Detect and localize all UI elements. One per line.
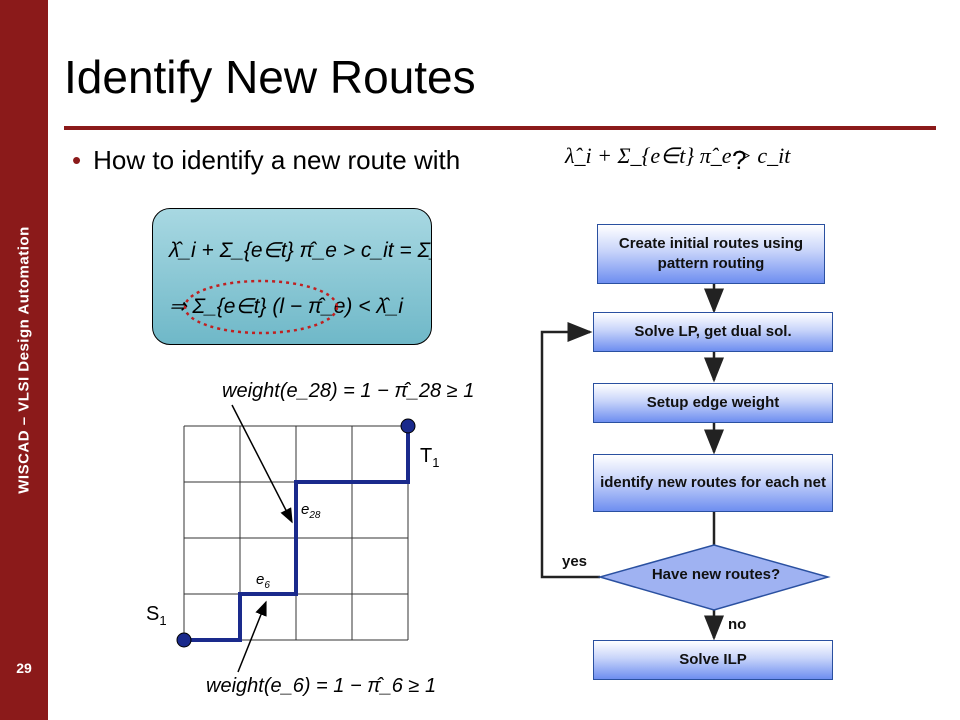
bullet-row: • How to identify a new route with: [72, 145, 460, 176]
slide-number: 29: [16, 660, 32, 676]
title-rule: [64, 126, 936, 130]
grid-lines: [183, 425, 409, 641]
sidebar-label: WISCAD – VLSI Design Automation: [15, 226, 33, 494]
flow-step-identify-routes: identify new routes for each net: [593, 454, 833, 512]
flow-label-yes: yes: [562, 553, 588, 570]
terminal-t1: [400, 418, 416, 434]
arrow-to-e6: [237, 600, 267, 673]
flow-step-identify-routes-text: identify new routes for each net: [600, 473, 826, 491]
label-s1: S1: [146, 603, 167, 628]
route-path: [184, 426, 410, 642]
arrow-to-e28: [231, 404, 293, 524]
flow-step-setup-weight-text: Setup edge weight: [646, 393, 780, 411]
formula-line-2: ⇒ Σ_{e∈t} (l − π̂_e) < λ̂_i: [169, 295, 404, 318]
flow-step-create-routes: Create initial routes using pattern rout…: [597, 224, 825, 284]
flow-step-solve-ilp: Solve ILP: [593, 640, 833, 680]
flow-step-create-routes-text: Create initial routes using pattern rout…: [618, 234, 804, 272]
inline-formula: λ̂_i + Σ_{e∈t} π̂_e > c_it: [565, 143, 790, 169]
formula-box: λ̂_i + Σ_{e∈t} π̂_e > c_it = Σ_{e∈t} l ⇒…: [152, 208, 432, 345]
flow-step-setup-weight: Setup edge weight: [593, 383, 833, 423]
label-e28: e28: [301, 501, 321, 521]
flow-label-no: no: [728, 616, 747, 633]
flow-step-solve-ilp-text: Solve ILP: [679, 650, 747, 668]
weight-e28-formula: weight(e_28) = 1 − π̂_28 ≥ 1: [222, 380, 474, 402]
terminal-s1: [176, 632, 192, 648]
formula-box-content: λ̂_i + Σ_{e∈t} π̂_e > c_it = Σ_{e∈t} l ⇒…: [168, 239, 431, 335]
flow-step-solve-lp: Solve LP, get dual sol.: [593, 312, 833, 352]
inline-formula-text: λ̂_i + Σ_{e∈t} π̂_e > c_it: [565, 143, 791, 168]
highlight-ellipse: [183, 279, 339, 335]
label-t1: T1: [420, 445, 439, 470]
bullet-text: How to identify a new route with: [93, 145, 461, 175]
decision-label: Have new routes?: [651, 566, 781, 583]
formula-line-1: λ̂_i + Σ_{e∈t} π̂_e > c_it = Σ_{e∈t} l: [168, 239, 431, 262]
sidebar: WISCAD – VLSI Design Automation 29: [0, 0, 48, 720]
bullet-question-mark: ?: [732, 145, 747, 175]
bullet-dot: •: [72, 145, 82, 175]
weight-e6-formula: weight(e_6) = 1 − π̂_6 ≥ 1: [206, 675, 436, 697]
label-e6: e6: [256, 571, 270, 591]
slide-title: Identify New Routes: [64, 51, 476, 103]
flow-step-solve-lp-text: Solve LP, get dual sol.: [634, 322, 792, 340]
